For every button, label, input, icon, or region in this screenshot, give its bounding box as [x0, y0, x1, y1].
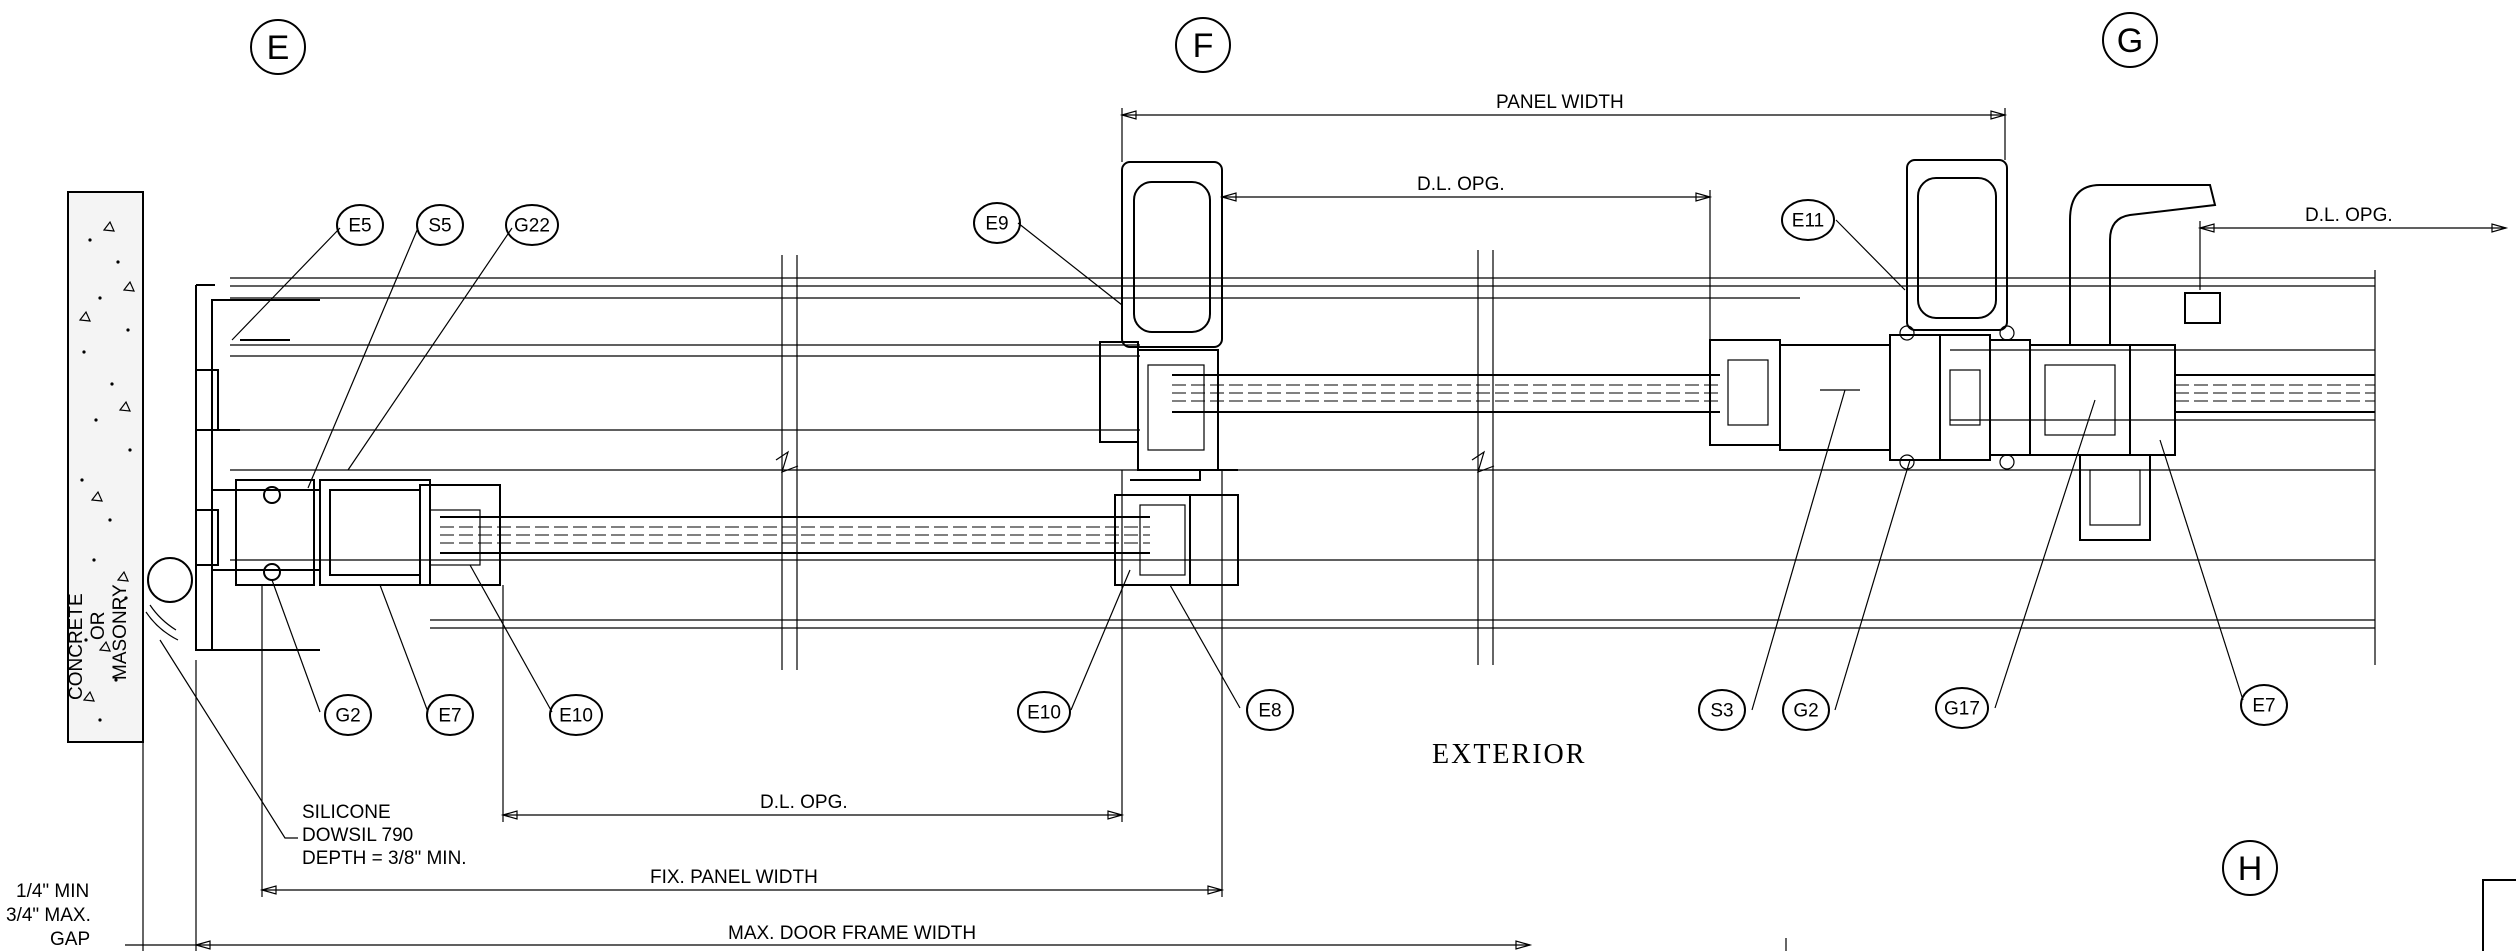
break-lines [775, 250, 1495, 670]
grid-bubble-f: F [1175, 17, 1231, 73]
left-jamb-frame [195, 284, 431, 651]
callout-e11: E11 [1781, 199, 1835, 241]
svg-text:E11: E11 [1792, 211, 1824, 232]
svg-text:SILICONE: SILICONE [302, 802, 391, 823]
callout-e5: E5 [336, 204, 384, 246]
svg-text:E5: E5 [348, 216, 371, 237]
svg-text:DEPTH = 3/8" MIN.: DEPTH = 3/8" MIN. [302, 848, 467, 869]
callout-g2-left: G2 [324, 694, 372, 736]
callout-e8: E8 [1246, 689, 1294, 731]
svg-text:E8: E8 [1258, 701, 1281, 722]
exterior-label: EXTERIOR [1432, 739, 1586, 770]
backer-rod [145, 557, 193, 641]
callout-e10-left: E10 [549, 694, 603, 736]
right-edge-frame [2482, 879, 2516, 951]
svg-text:G22: G22 [514, 216, 550, 237]
right-panel-handle [2029, 184, 2375, 541]
svg-text:3/4" MAX.: 3/4" MAX. [6, 905, 91, 926]
grid-bubble-g: G [2102, 12, 2158, 68]
svg-text:G: G [2117, 22, 2143, 60]
callout-s5: S5 [416, 204, 464, 246]
svg-text:OR: OR [88, 612, 109, 641]
callout-g2-right: G2 [1782, 689, 1830, 731]
fixed-panel [419, 469, 1239, 586]
callout-e10-mid: E10 [1017, 691, 1071, 733]
gap-note: 1/4" MIN 3/4" MAX. GAP [6, 881, 91, 950]
svg-text:MAX. DOOR FRAME WIDTH: MAX. DOOR FRAME WIDTH [728, 923, 976, 944]
silicone-note: SILICONE DOWSIL 790 DEPTH = 3/8" MIN. [159, 639, 467, 869]
track-lines [230, 270, 2376, 665]
callout-g22: G22 [505, 204, 559, 246]
concrete-masonry-wall: CONCRETE OR MASONRY [66, 191, 144, 743]
svg-text:F: F [1193, 27, 1214, 65]
svg-text:G17: G17 [1944, 699, 1980, 720]
callout-e7-left: E7 [426, 694, 474, 736]
grid-bubble-e: E [250, 19, 306, 75]
callout-e9: E9 [973, 202, 1021, 244]
svg-text:E10: E10 [559, 706, 593, 727]
svg-text:CONCRETE: CONCRETE [66, 593, 87, 700]
svg-text:MASONRY: MASONRY [110, 584, 131, 680]
center-interlock [1779, 159, 2031, 470]
grid-bubble-h: H [2222, 840, 2278, 896]
svg-text:D.L. OPG.: D.L. OPG. [760, 792, 848, 813]
svg-text:D.L. OPG.: D.L. OPG. [1417, 174, 1505, 195]
svg-text:H: H [2238, 850, 2263, 888]
callout-leaders [231, 219, 2244, 713]
svg-text:PANEL WIDTH: PANEL WIDTH [1496, 92, 1624, 113]
dimension-labels: PANEL WIDTH D.L. OPG. D.L. OPG. D.L. OPG… [650, 92, 2393, 944]
callout-g17: G17 [1935, 687, 1989, 729]
svg-text:D.L. OPG.: D.L. OPG. [2305, 205, 2393, 226]
svg-text:GAP: GAP [50, 929, 90, 950]
svg-text:S3: S3 [1710, 701, 1733, 722]
svg-text:DOWSIL 790: DOWSIL 790 [302, 825, 413, 846]
svg-text:G2: G2 [335, 706, 360, 727]
callout-e7-right: E7 [2240, 684, 2288, 726]
svg-text:E9: E9 [985, 214, 1008, 235]
svg-text:E: E [267, 29, 290, 67]
svg-text:FIX. PANEL WIDTH: FIX. PANEL WIDTH [650, 867, 818, 888]
callout-s3: S3 [1698, 689, 1746, 731]
svg-text:1/4" MIN: 1/4" MIN [16, 881, 89, 902]
svg-text:E7: E7 [438, 706, 461, 727]
svg-text:G2: G2 [1793, 701, 1818, 722]
dimension-lines [125, 108, 2509, 951]
sliding-panel [1099, 161, 1781, 471]
svg-text:E7: E7 [2252, 696, 2275, 717]
svg-text:S5: S5 [428, 216, 451, 237]
svg-text:E10: E10 [1027, 703, 1061, 724]
